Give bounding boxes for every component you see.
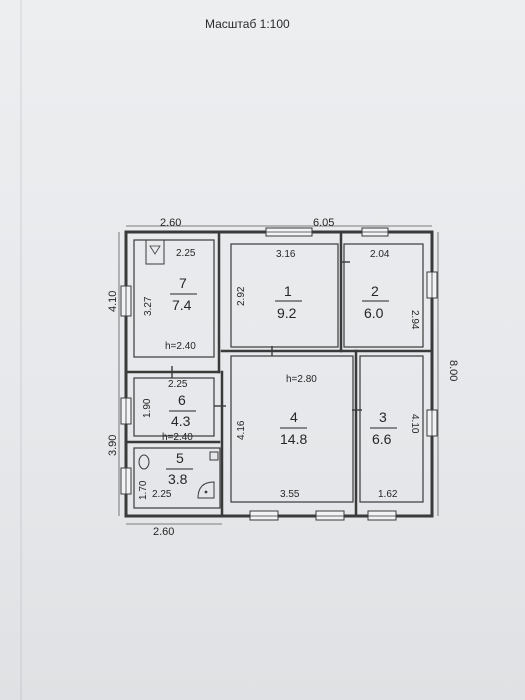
window-bottom-room3 bbox=[367, 510, 397, 521]
room2-outline bbox=[343, 243, 424, 348]
room3-area: 6.6 bbox=[372, 431, 392, 447]
room5-number: 5 bbox=[176, 450, 184, 466]
room5-bottom-dim: 2.25 bbox=[152, 489, 172, 500]
room2-area: 6.0 bbox=[364, 305, 384, 321]
room7-outline bbox=[133, 239, 215, 358]
dim-left-lower: 3.90 bbox=[107, 435, 119, 456]
room4-side-dim: 4.16 bbox=[236, 420, 247, 440]
room2-top-dim: 2.04 bbox=[370, 249, 390, 260]
room1-area: 9.2 bbox=[277, 305, 297, 321]
shower-icon bbox=[197, 481, 215, 499]
scale-label: Масштаб 1:100 bbox=[205, 17, 290, 31]
stove-burner-icon bbox=[149, 245, 161, 255]
dim-bottom-left: 2.60 bbox=[153, 526, 174, 538]
room6-number: 6 bbox=[178, 392, 186, 408]
room2-number: 2 bbox=[371, 283, 379, 299]
room3-number: 3 bbox=[379, 409, 387, 425]
window-bottom-room4b bbox=[315, 510, 345, 521]
room1-side-dim: 2.92 bbox=[236, 286, 247, 306]
room6-top-dim: 2.25 bbox=[168, 379, 188, 390]
room6-side-dim: 1.90 bbox=[142, 398, 153, 418]
sink-icon bbox=[209, 451, 219, 461]
room4-height: h=2.80 bbox=[286, 374, 317, 385]
room7-top-dim: 2.25 bbox=[176, 248, 196, 259]
dim-top-right: 6.05 bbox=[313, 217, 334, 229]
room7-height: h=2.40 bbox=[165, 341, 196, 352]
dim-left-upper: 4.10 bbox=[107, 291, 119, 312]
room1-outline bbox=[230, 243, 339, 348]
paper-margin-line bbox=[20, 0, 22, 700]
room7-side-dim: 3.27 bbox=[143, 296, 154, 316]
room6-area: 4.3 bbox=[171, 413, 191, 429]
room3-side-dim: 4.10 bbox=[409, 414, 420, 434]
room6-outline bbox=[133, 377, 215, 437]
room4-number: 4 bbox=[290, 409, 298, 425]
stove-icon bbox=[145, 239, 165, 265]
room4-bottom-dim: 3.55 bbox=[280, 489, 300, 500]
room3-outline bbox=[359, 355, 424, 503]
room6-height: h=2.40 bbox=[162, 432, 193, 443]
room7-area: 7.4 bbox=[172, 297, 192, 313]
window-bottom-room4a bbox=[249, 510, 279, 521]
room7-number: 7 bbox=[179, 275, 187, 291]
room2-side-dim: 2.94 bbox=[409, 310, 420, 330]
room1-number: 1 bbox=[284, 283, 292, 299]
room5-side-dim: 1.70 bbox=[138, 480, 149, 500]
room5-outline bbox=[133, 447, 221, 509]
room3-bottom-dim: 1.62 bbox=[378, 489, 398, 500]
room4-area: 14.8 bbox=[280, 431, 307, 447]
shower-drain-icon bbox=[204, 490, 208, 494]
room4-outline bbox=[230, 355, 354, 503]
room5-area: 3.8 bbox=[168, 471, 188, 487]
dim-right-side: 8.00 bbox=[447, 360, 459, 381]
room1-top-dim: 3.16 bbox=[276, 249, 296, 260]
toilet-icon bbox=[138, 454, 150, 470]
dim-top-left: 2.60 bbox=[160, 217, 181, 229]
